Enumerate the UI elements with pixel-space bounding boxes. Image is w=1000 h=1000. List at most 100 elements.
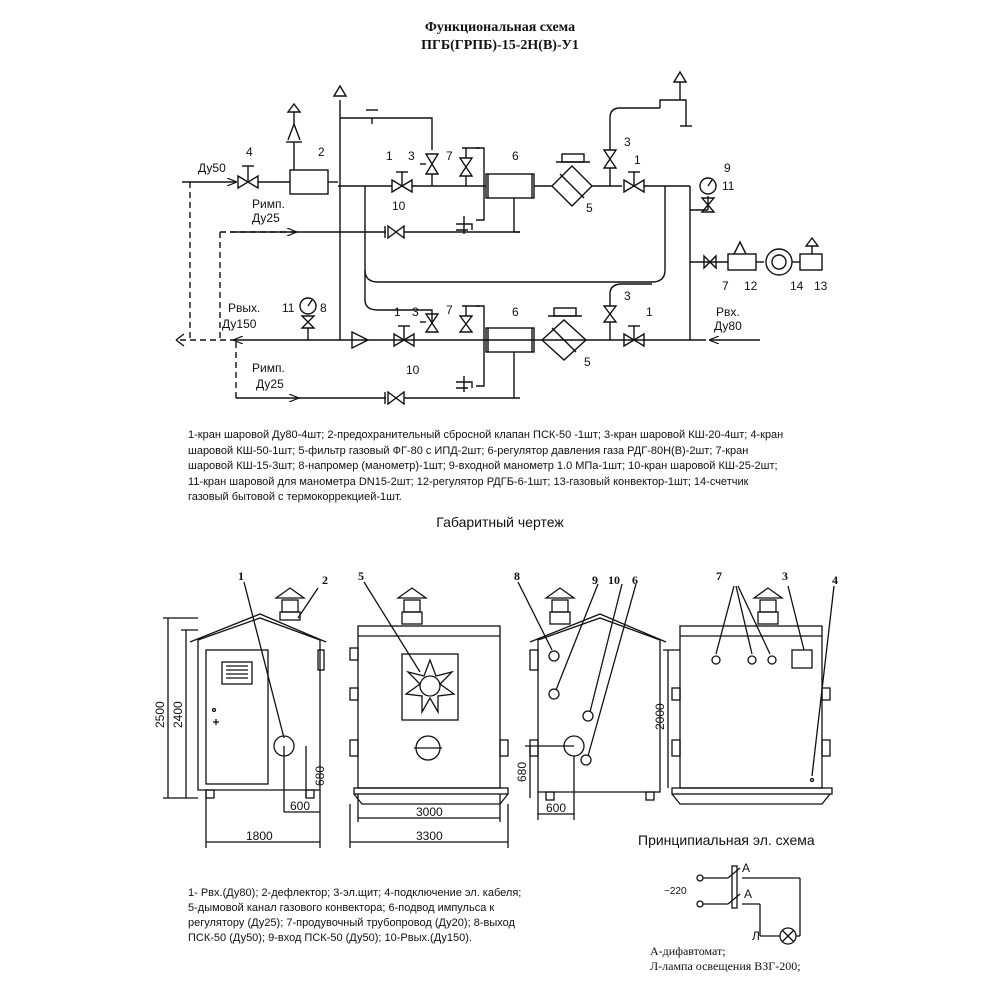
elec-title: Принципиальная эл. схема <box>638 832 815 848</box>
label-du150: Ду150 <box>222 317 257 331</box>
filter-5-top-icon <box>551 153 593 207</box>
deflector-icon-4 <box>751 587 785 625</box>
gab-callout-9: 9 <box>592 573 598 587</box>
dim-3300: 3300 <box>416 829 443 843</box>
callout-5-top: 5 <box>586 201 593 215</box>
gab-callout-4: 4 <box>832 573 838 587</box>
callout-6-bottom: 6 <box>512 305 519 319</box>
callout-3-tr: 3 <box>624 135 631 149</box>
electric-panel-icon <box>791 649 813 669</box>
valve-1-bottom-left-icon <box>393 325 415 348</box>
valve-4-icon <box>237 165 259 190</box>
dim-680-left: 680 <box>313 766 327 786</box>
convector-13-icon <box>799 253 823 271</box>
purge-line-left <box>372 117 433 150</box>
smoke-duct-icon <box>401 653 459 721</box>
scheme-title-line2: ПГБ(ГРПБ)-15-2Н(В)-У1 <box>421 38 579 53</box>
gab-legend-line-2: 5-дымовой канал газового конвектора; 6-п… <box>188 902 495 914</box>
callout-7-right: 7 <box>722 279 729 293</box>
valve-3-top-right-icon <box>602 107 660 186</box>
callout-13: 13 <box>814 279 828 293</box>
gab-callout-6: 6 <box>632 573 638 587</box>
callout-12: 12 <box>744 279 758 293</box>
callout-5-bottom: 5 <box>584 355 591 369</box>
callout-14: 14 <box>790 279 804 293</box>
callout-1-bl: 1 <box>394 305 401 319</box>
elec-label-a1: А <box>742 861 750 875</box>
gab-legend-line-3: регулятору (Ду25); 7-продувочный трубопр… <box>188 917 515 929</box>
vent-grill-icon <box>221 661 253 685</box>
dim-2000: 2000 <box>653 703 667 730</box>
gabarit-title: Габаритный чертеж <box>436 514 564 530</box>
elec-legend: А-дифавтомат; Л-лампа освещения ВЗГ-200; <box>650 944 870 974</box>
elec-voltage: ~220 <box>664 886 687 897</box>
elec-legend-2: Л-лампа освещения ВЗГ-200; <box>650 959 801 973</box>
valve-10-bottom-icon <box>384 390 405 406</box>
manometer-9-icon <box>699 177 717 195</box>
label-rvyh: Рвых. <box>228 301 260 315</box>
gab-legend-line-4: ПСК-50 (Ду50); 9-вход ПСК-50 (Ду50); 10-… <box>188 932 472 944</box>
dim-680-right: 680 <box>515 762 529 782</box>
label-rimp-lower: Римп. <box>252 361 285 375</box>
scheme-callouts: 4 2 1 3 7 6 5 3 1 9 11 10 7 12 14 13 11 … <box>246 135 828 377</box>
valve-3-bottom-right-icon <box>602 283 652 340</box>
callout-4: 4 <box>246 145 253 159</box>
legend-line-1: 1-кран шаровой Ду80-4шт; 2-предохранител… <box>188 429 784 441</box>
gab-callout-3: 3 <box>782 569 788 583</box>
valve-11-right-icon <box>700 197 716 213</box>
regulator-6-top-icon <box>485 173 535 199</box>
elec-legend-1: А-дифавтомат; <box>650 944 726 958</box>
valve-1-top-right-icon <box>623 171 645 194</box>
door-icon <box>205 649 269 785</box>
filter-5-bottom-icon <box>540 307 588 361</box>
callout-8: 8 <box>320 301 327 315</box>
callout-10-top: 10 <box>392 199 406 213</box>
view-side-right <box>517 581 667 820</box>
check-valve-icon <box>351 330 370 350</box>
legend-line-4: 11-кран шаровой для манометра DN15-2шт; … <box>188 475 749 488</box>
callout-3-bl: 3 <box>412 305 419 319</box>
bypass-loop <box>364 186 666 283</box>
gab-callout-7: 7 <box>716 569 722 583</box>
gabarit-legend: 1- Рвх.(Ду80); 2-дефлектор; 3-эл.щит; 4-… <box>188 886 608 946</box>
label-du25-lower: Ду25 <box>256 377 284 391</box>
callout-3-tl: 3 <box>408 149 415 163</box>
dim-600-right: 600 <box>546 801 566 815</box>
label-du50: Ду50 <box>198 161 226 175</box>
elec-label-a2: А <box>744 887 752 901</box>
scheme-title-line1: Функциональная схема <box>424 20 576 35</box>
legend-line-2: шаровой КШ-50-1шт; 5-фильтр газовый ФГ-8… <box>188 444 749 457</box>
psk-outlet-icon <box>548 650 560 662</box>
gabarit-drawing <box>163 581 835 848</box>
vent-left-icon <box>332 84 348 97</box>
view-front <box>349 581 509 848</box>
valve-11-left-icon <box>300 315 316 329</box>
legend-line-5: газовый бытовой с термокоррекцией-1шт. <box>188 491 402 503</box>
label-du25-upper: Ду25 <box>252 211 280 225</box>
gab-callout-2: 2 <box>322 573 328 587</box>
callout-10-bottom: 10 <box>406 363 420 377</box>
regulator-12-icon <box>727 253 757 271</box>
valve-10-top-icon <box>384 224 405 240</box>
electric-scheme <box>696 865 801 945</box>
gab-callout-10: 10 <box>608 573 620 587</box>
valve-7-top-left-icon <box>458 147 480 186</box>
callout-7-tl: 7 <box>446 149 453 163</box>
vent-right-icon <box>672 70 688 83</box>
label-rvh: Рвх. <box>716 305 740 319</box>
view-back <box>663 585 835 805</box>
psk-inlet-icon <box>548 688 560 700</box>
callout-1-tr: 1 <box>634 153 641 167</box>
scheme-legend: 1-кран шаровой Ду80-4шт; 2-предохранител… <box>188 428 848 506</box>
dim-600-left: 600 <box>290 799 310 813</box>
callout-9: 9 <box>724 161 731 175</box>
dim-3000: 3000 <box>416 805 443 819</box>
callout-11-left: 11 <box>282 301 295 315</box>
callout-1-br: 1 <box>646 305 653 319</box>
deflector-icon-3 <box>543 587 577 625</box>
view-side-door <box>163 581 327 848</box>
label-rimp-upper: Римп. <box>252 197 285 211</box>
deflector-icon-2 <box>395 587 429 625</box>
callout-6-top: 6 <box>512 149 519 163</box>
manometer-8-icon <box>299 297 317 315</box>
